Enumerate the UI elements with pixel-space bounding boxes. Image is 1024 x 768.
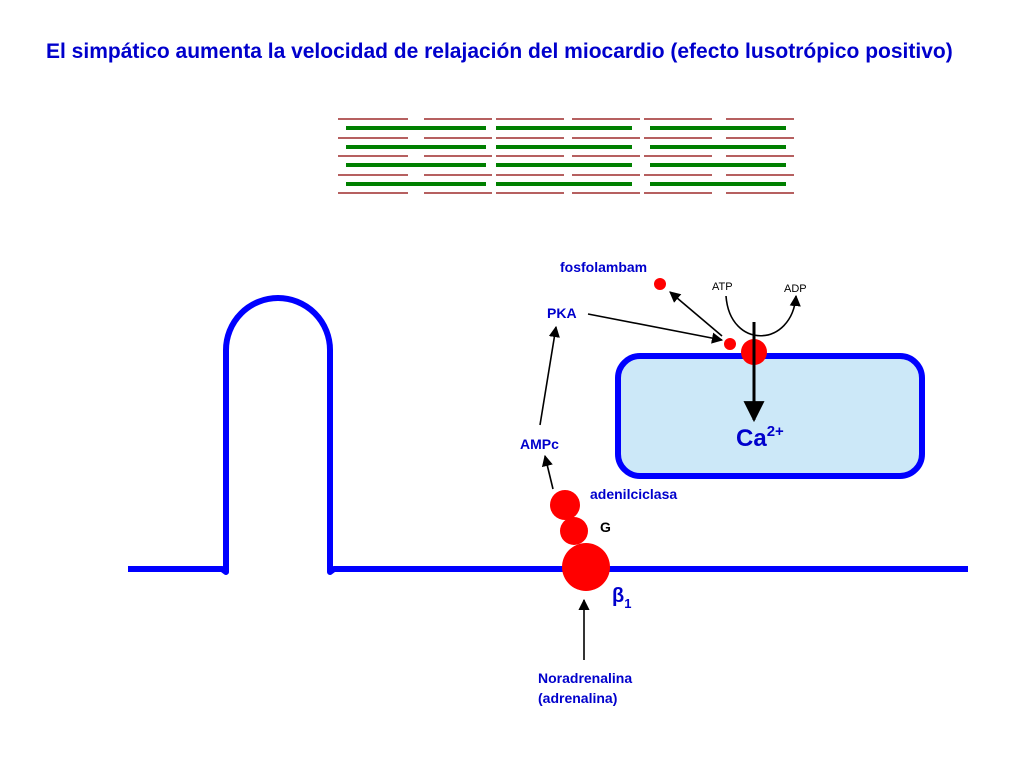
g-protein xyxy=(560,517,588,545)
label-calcium: Ca2+ xyxy=(736,423,784,452)
arrow-cyclase-to-ampc xyxy=(541,454,554,490)
arrow-ampc-to-pka xyxy=(539,325,560,426)
sarcomere xyxy=(338,118,794,194)
label-adrenalina: (adrenalina) xyxy=(538,690,617,706)
label-ampc: AMPc xyxy=(520,436,559,452)
adenylyl-cyclase xyxy=(550,490,580,520)
label-noradrenalina: Noradrenalina xyxy=(538,670,632,686)
arrow-atp-to-adp xyxy=(725,294,801,337)
beta1-receptor xyxy=(562,543,610,591)
label-beta1: β1 xyxy=(612,585,631,611)
phospholamban-released xyxy=(654,278,666,290)
label-pka: PKA xyxy=(547,305,577,321)
label-atp: ATP xyxy=(712,281,733,293)
arrow-pka-to-phospholamban xyxy=(587,313,724,344)
sarcoplasmic-reticulum xyxy=(615,353,925,479)
page-title: El simpático aumenta la velocidad de rel… xyxy=(46,40,953,63)
label-adp: ADP xyxy=(784,283,807,295)
phospholamban-bound xyxy=(724,338,736,350)
arrow-phospholamban-release xyxy=(669,291,723,337)
label-adenilciclasa: adenilciclasa xyxy=(590,486,677,502)
label-fosfolambam: fosfolambam xyxy=(560,259,647,275)
actin-filaments xyxy=(346,126,786,186)
myosin-filaments xyxy=(338,118,794,194)
cell-membrane xyxy=(128,295,968,575)
label-g: G xyxy=(600,519,611,535)
